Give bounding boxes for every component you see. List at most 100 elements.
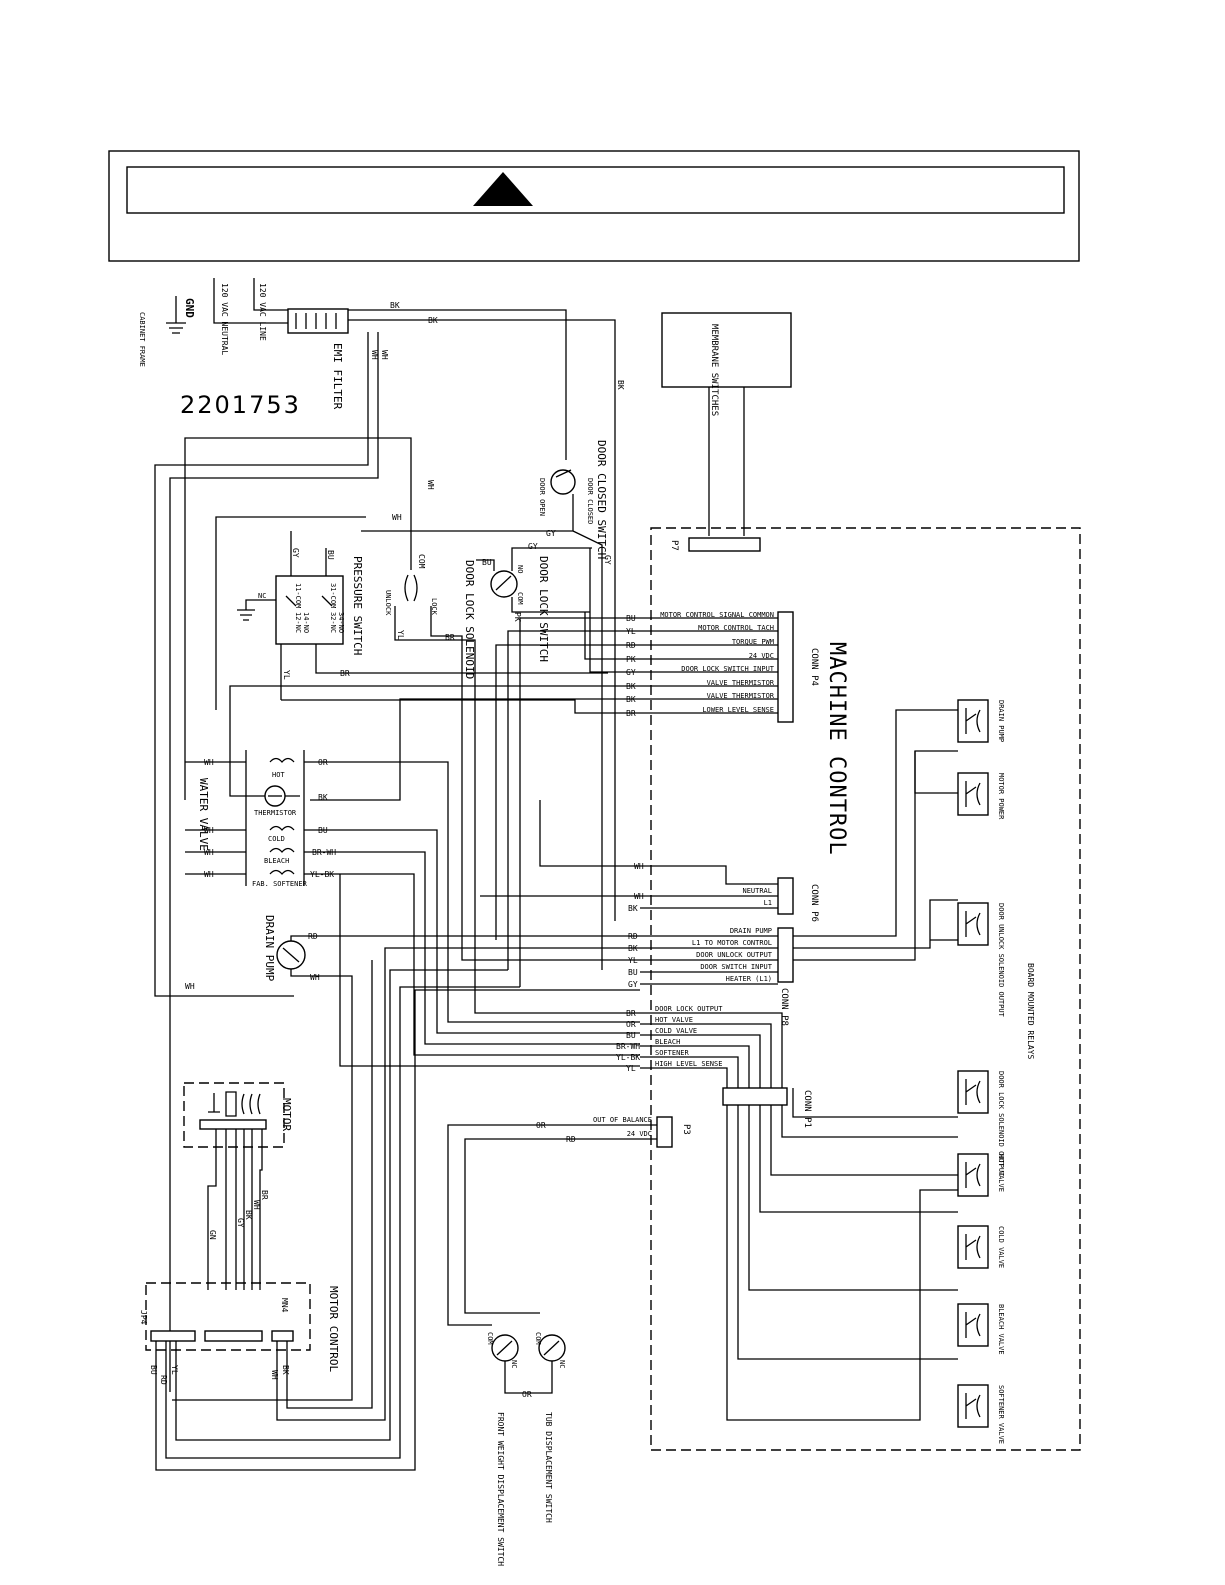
svg-text:L1: L1 <box>764 899 772 907</box>
svg-text:YL: YL <box>628 956 638 965</box>
conn-p1: CONN P1 BR OR BU BR-WH YL-BK YL DOOR LOC… <box>616 1005 812 1128</box>
svg-text:RD: RD <box>308 932 318 941</box>
motor-control-label: MOTOR CONTROL <box>327 1286 340 1372</box>
cabinet-frame-label: CABINET FRAME <box>138 312 146 367</box>
svg-text:12-NC: 12-NC <box>294 612 302 633</box>
pressure-switch: PRESSURE SWITCH 11-COM 12-NC 31-COM 32-N… <box>237 531 608 700</box>
front-weight-switch-label: FRONT WEIGHT DISPLACEMENT SWITCH <box>496 1412 505 1566</box>
svg-text:SOFTENER: SOFTENER <box>655 1049 690 1057</box>
svg-text:NC: NC <box>258 592 266 600</box>
svg-text:RD: RD <box>159 1375 168 1385</box>
svg-text:BK: BK <box>616 380 625 390</box>
svg-text:BR-WH: BR-WH <box>616 1042 640 1051</box>
svg-text:OR: OR <box>626 1020 636 1029</box>
svg-text:BK: BK <box>281 1365 290 1375</box>
svg-text:HOT: HOT <box>272 771 285 779</box>
tub-switch-label: TUB DISPLACEMENT SWITCH <box>544 1412 553 1523</box>
relay-cold-valve: COLD VALVE <box>957 1225 1005 1269</box>
emi-filter <box>287 308 349 334</box>
svg-text:HEATER (L1): HEATER (L1) <box>726 975 772 983</box>
warning-box <box>108 150 1080 262</box>
svg-text:24 VDC: 24 VDC <box>749 652 774 660</box>
svg-text:FAB. SOFTENER: FAB. SOFTENER <box>252 880 308 888</box>
svg-text:BU: BU <box>626 1031 636 1040</box>
relay-drain-pump: DRAIN PUMP <box>957 699 1005 743</box>
conn-p8-label: CONN P8 <box>779 988 789 1026</box>
door-closed-switch: DOOR CLOSED SWITCH DOOR OPEN DOOR CLOSED… <box>361 440 612 970</box>
svg-text:11-COM: 11-COM <box>294 583 302 608</box>
gnd-label: GND <box>183 298 196 318</box>
svg-text:UNLOCK: UNLOCK <box>384 590 392 616</box>
svg-text:TORQUE PWM: TORQUE PWM <box>732 638 774 646</box>
part-number: 2201753 <box>180 391 301 419</box>
svg-text:OUT OF BALANCE: OUT OF BALANCE <box>593 1116 652 1124</box>
svg-text:BU: BU <box>626 614 636 623</box>
svg-text:BU: BU <box>628 968 638 977</box>
svg-text:BR: BR <box>626 1009 636 1018</box>
svg-text:LOWER LEVEL SENSE: LOWER LEVEL SENSE <box>702 706 774 714</box>
p7-connector <box>688 537 761 552</box>
svg-text:32-NC: 32-NC <box>329 612 337 633</box>
svg-text:BR: BR <box>445 633 455 642</box>
svg-text:DOOR SWITCH INPUT: DOOR SWITCH INPUT <box>700 963 772 971</box>
svg-text:BR: BR <box>626 709 636 718</box>
machine-control-label: MACHINE CONTROL <box>824 642 849 856</box>
svg-text:BK: BK <box>318 793 328 802</box>
door-lock-solenoid-label: DOOR LOCK SOLENOID <box>463 560 476 679</box>
svg-text:JP4: JP4 <box>139 1310 148 1325</box>
svg-text:HIGH LEVEL SENSE: HIGH LEVEL SENSE <box>655 1060 722 1068</box>
svg-text:BU: BU <box>149 1365 158 1375</box>
conn-p8: CONN P8 RD BK YL BU GY DRAIN PUMP L1 TO … <box>628 927 794 1026</box>
relay-label: MOTOR POWER <box>997 773 1005 820</box>
svg-text:BK: BK <box>626 682 636 691</box>
svg-text:WH: WH <box>392 513 402 522</box>
drain-pump-label: DRAIN PUMP <box>263 915 276 982</box>
svg-text:WH: WH <box>185 982 195 991</box>
water-valve: WATER VALVE HOT THERMISTOR COLD BLEACH F… <box>185 750 640 1067</box>
svg-text:GY: GY <box>603 555 612 565</box>
relay-motor-power: MOTOR POWER <box>957 772 1005 820</box>
displacement-switches: OR COM COM NC NC FRONT WEIGHT DISPLACEME… <box>486 1332 566 1566</box>
relay-label: DRAIN PUMP <box>997 700 1005 742</box>
svg-text:DOOR UNLOCK OUTPUT: DOOR UNLOCK OUTPUT <box>696 951 773 959</box>
relay-label: DOOR LOCK SOLENOID OUTPUT <box>997 1071 1005 1177</box>
svg-text:WH: WH <box>204 848 214 857</box>
svg-text:RD: RD <box>628 932 638 941</box>
svg-text:WH: WH <box>426 480 435 490</box>
svg-text:L1 TO MOTOR CONTROL: L1 TO MOTOR CONTROL <box>692 939 772 947</box>
relay-label: SOFTENER VALVE <box>997 1385 1005 1444</box>
svg-text:BU: BU <box>326 550 335 560</box>
door-lock-switch-label: DOOR LOCK SWITCH <box>537 556 550 662</box>
svg-text:YL: YL <box>396 630 405 640</box>
p7-label: P7 <box>669 540 679 551</box>
svg-text:HOT VALVE: HOT VALVE <box>655 1016 693 1024</box>
svg-text:GY: GY <box>528 542 538 551</box>
ground-symbol-icon <box>166 296 186 334</box>
svg-text:WH: WH <box>634 862 644 871</box>
motor: MOTOR GN GY BK WH BR <box>183 1082 293 1290</box>
power-input: GND CABINET FRAME 120 VAC NEUTRAL 120 VA… <box>138 278 349 410</box>
svg-text:WH: WH <box>634 892 644 901</box>
svg-text:GY: GY <box>291 548 300 558</box>
svg-text:BK: BK <box>390 301 400 310</box>
svg-text:YL-BK: YL-BK <box>616 1053 640 1062</box>
svg-text:BLEACH: BLEACH <box>655 1038 680 1046</box>
svg-text:VALVE THERMISTOR: VALVE THERMISTOR <box>707 692 775 700</box>
svg-text:OR: OR <box>522 1390 532 1399</box>
conn-p6-label: CONN P6 <box>809 884 819 922</box>
svg-text:RD: RD <box>566 1135 576 1144</box>
svg-text:BR: BR <box>260 1190 269 1200</box>
door-lock-solenoid: DOOR LOCK SOLENOID UNLOCK LOCK COM WH YL… <box>184 437 640 1014</box>
svg-text:31-COM: 31-COM <box>329 583 337 608</box>
svg-text:MN4: MN4 <box>280 1298 289 1313</box>
svg-text:GY: GY <box>628 980 638 989</box>
svg-text:YL: YL <box>626 627 636 636</box>
svg-text:NEUTRAL: NEUTRAL <box>742 887 772 895</box>
membrane-switches: MEMBRANE SWITCHES <box>661 312 792 536</box>
svg-text:DRAIN PUMP: DRAIN PUMP <box>730 927 772 935</box>
svg-text:DOOR LOCK SWITCH INPUT: DOOR LOCK SWITCH INPUT <box>681 665 775 673</box>
svg-text:COM: COM <box>417 554 426 569</box>
warning-triangle-icon <box>473 172 533 206</box>
svg-text:NO: NO <box>516 565 524 573</box>
